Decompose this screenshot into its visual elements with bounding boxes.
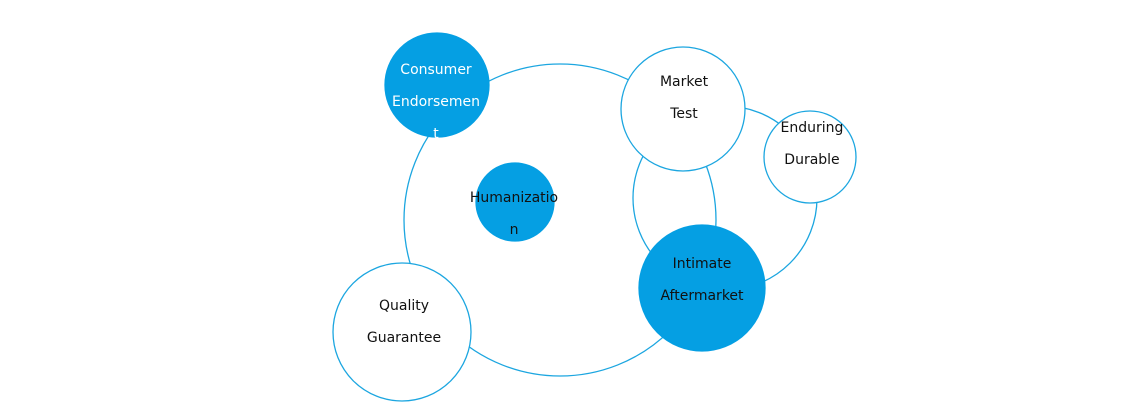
quality-line-1: Quality — [378, 298, 430, 314]
node-humanization-label: Humanizatio n — [462, 182, 566, 246]
node-intimate-aftermarket-label: Intimate Aftermarket — [638, 248, 766, 312]
consumer-line-1: Consumer — [400, 62, 472, 78]
node-humanization[interactable] — [475, 162, 555, 242]
humanization-line-2: n — [509, 222, 519, 238]
node-quality-guarantee[interactable] — [332, 262, 472, 402]
node-consumer-endorsement[interactable] — [384, 32, 490, 138]
intimate-line-2: Aftermarket — [660, 288, 744, 304]
enduring-line-1: Enduring — [780, 120, 844, 136]
humanization-line-1: Humanizatio — [469, 190, 559, 206]
node-consumer-endorsement-label: Consumer Endorsemen t — [381, 36, 491, 140]
quality-line-2: Guarantee — [366, 330, 442, 346]
node-enduring-durable[interactable] — [763, 110, 857, 204]
consumer-line-3: t — [433, 126, 439, 140]
node-quality-guarantee-label: Quality Guarantee — [336, 290, 472, 354]
market-line-1: Market — [659, 74, 709, 90]
consumer-line-2: Endorsemen — [392, 94, 480, 110]
node-intimate-aftermarket[interactable] — [638, 224, 766, 352]
market-line-2: Test — [670, 106, 698, 122]
node-enduring-durable-label: Enduring Durable — [762, 112, 862, 176]
outer-ring — [403, 63, 717, 377]
enduring-line-2: Durable — [784, 152, 840, 168]
intimate-line-1: Intimate — [672, 256, 732, 272]
node-market-test[interactable] — [620, 46, 746, 172]
node-market-test-label: Market Test — [622, 66, 746, 130]
